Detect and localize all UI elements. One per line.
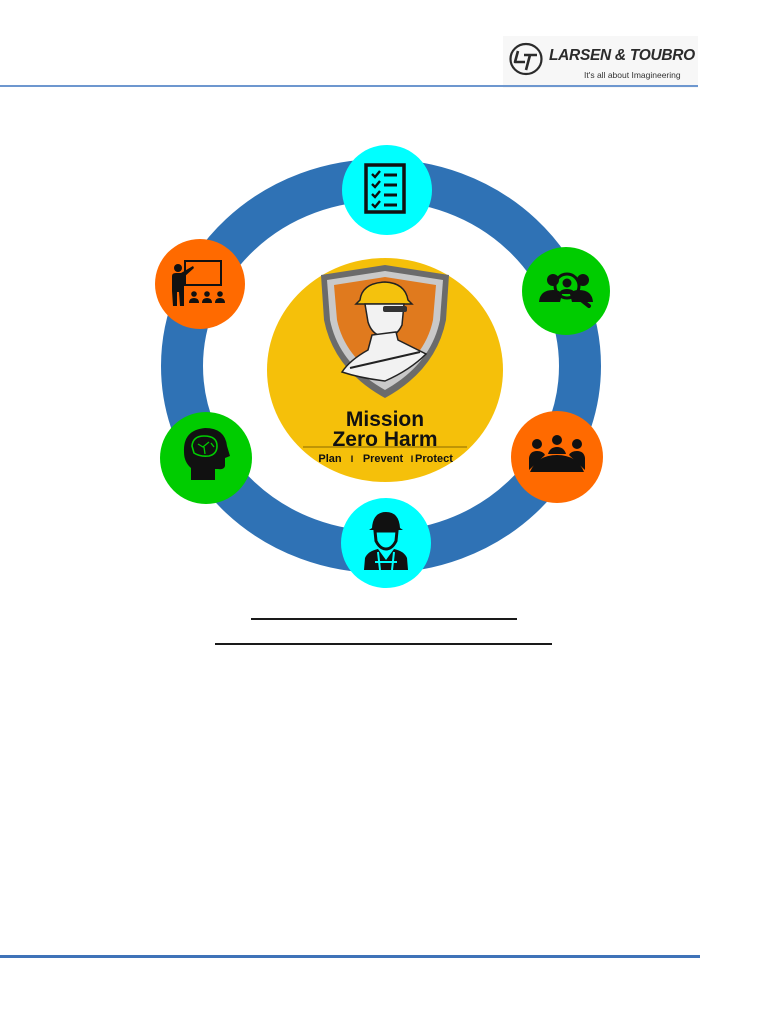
blank-underline-1 [251, 618, 517, 620]
lt-logo-icon [509, 42, 543, 76]
people-search-icon [539, 272, 593, 308]
center-title-line2: Zero Harm [332, 428, 437, 451]
center-title-line1: Mission [346, 408, 424, 431]
brand-name: LARSEN & TOUBRO [549, 47, 695, 64]
subtitle-separator: I [351, 454, 354, 464]
node-meeting [511, 411, 603, 503]
brain-head-icon [183, 428, 230, 480]
subtitle-separator: I [411, 454, 414, 464]
safety-worker-icon [364, 512, 408, 571]
company-logo: LARSEN & TOUBRO It's all about Imagineer… [503, 36, 698, 88]
center-badge: Mission Zero Harm Plan I Prevent I Prote… [267, 258, 503, 482]
footer-divider [0, 955, 700, 958]
training-presentation-icon [172, 260, 225, 306]
node-checklist [342, 145, 432, 235]
blank-underline-2 [215, 643, 552, 645]
subtitle-plan: Plan [318, 453, 342, 465]
header-divider [0, 85, 698, 87]
brand-tagline: It's all about Imagineering [584, 70, 681, 80]
meeting-group-icon [529, 435, 585, 472]
node-training [155, 239, 245, 329]
node-people-search [522, 247, 610, 335]
node-mindset [160, 412, 252, 504]
checklist-icon [364, 163, 406, 214]
node-safety-worker [341, 498, 431, 588]
subtitle-protect: Protect [415, 453, 453, 465]
subtitle-prevent: Prevent [363, 453, 404, 465]
safety-shield-worker-icon [321, 265, 449, 398]
